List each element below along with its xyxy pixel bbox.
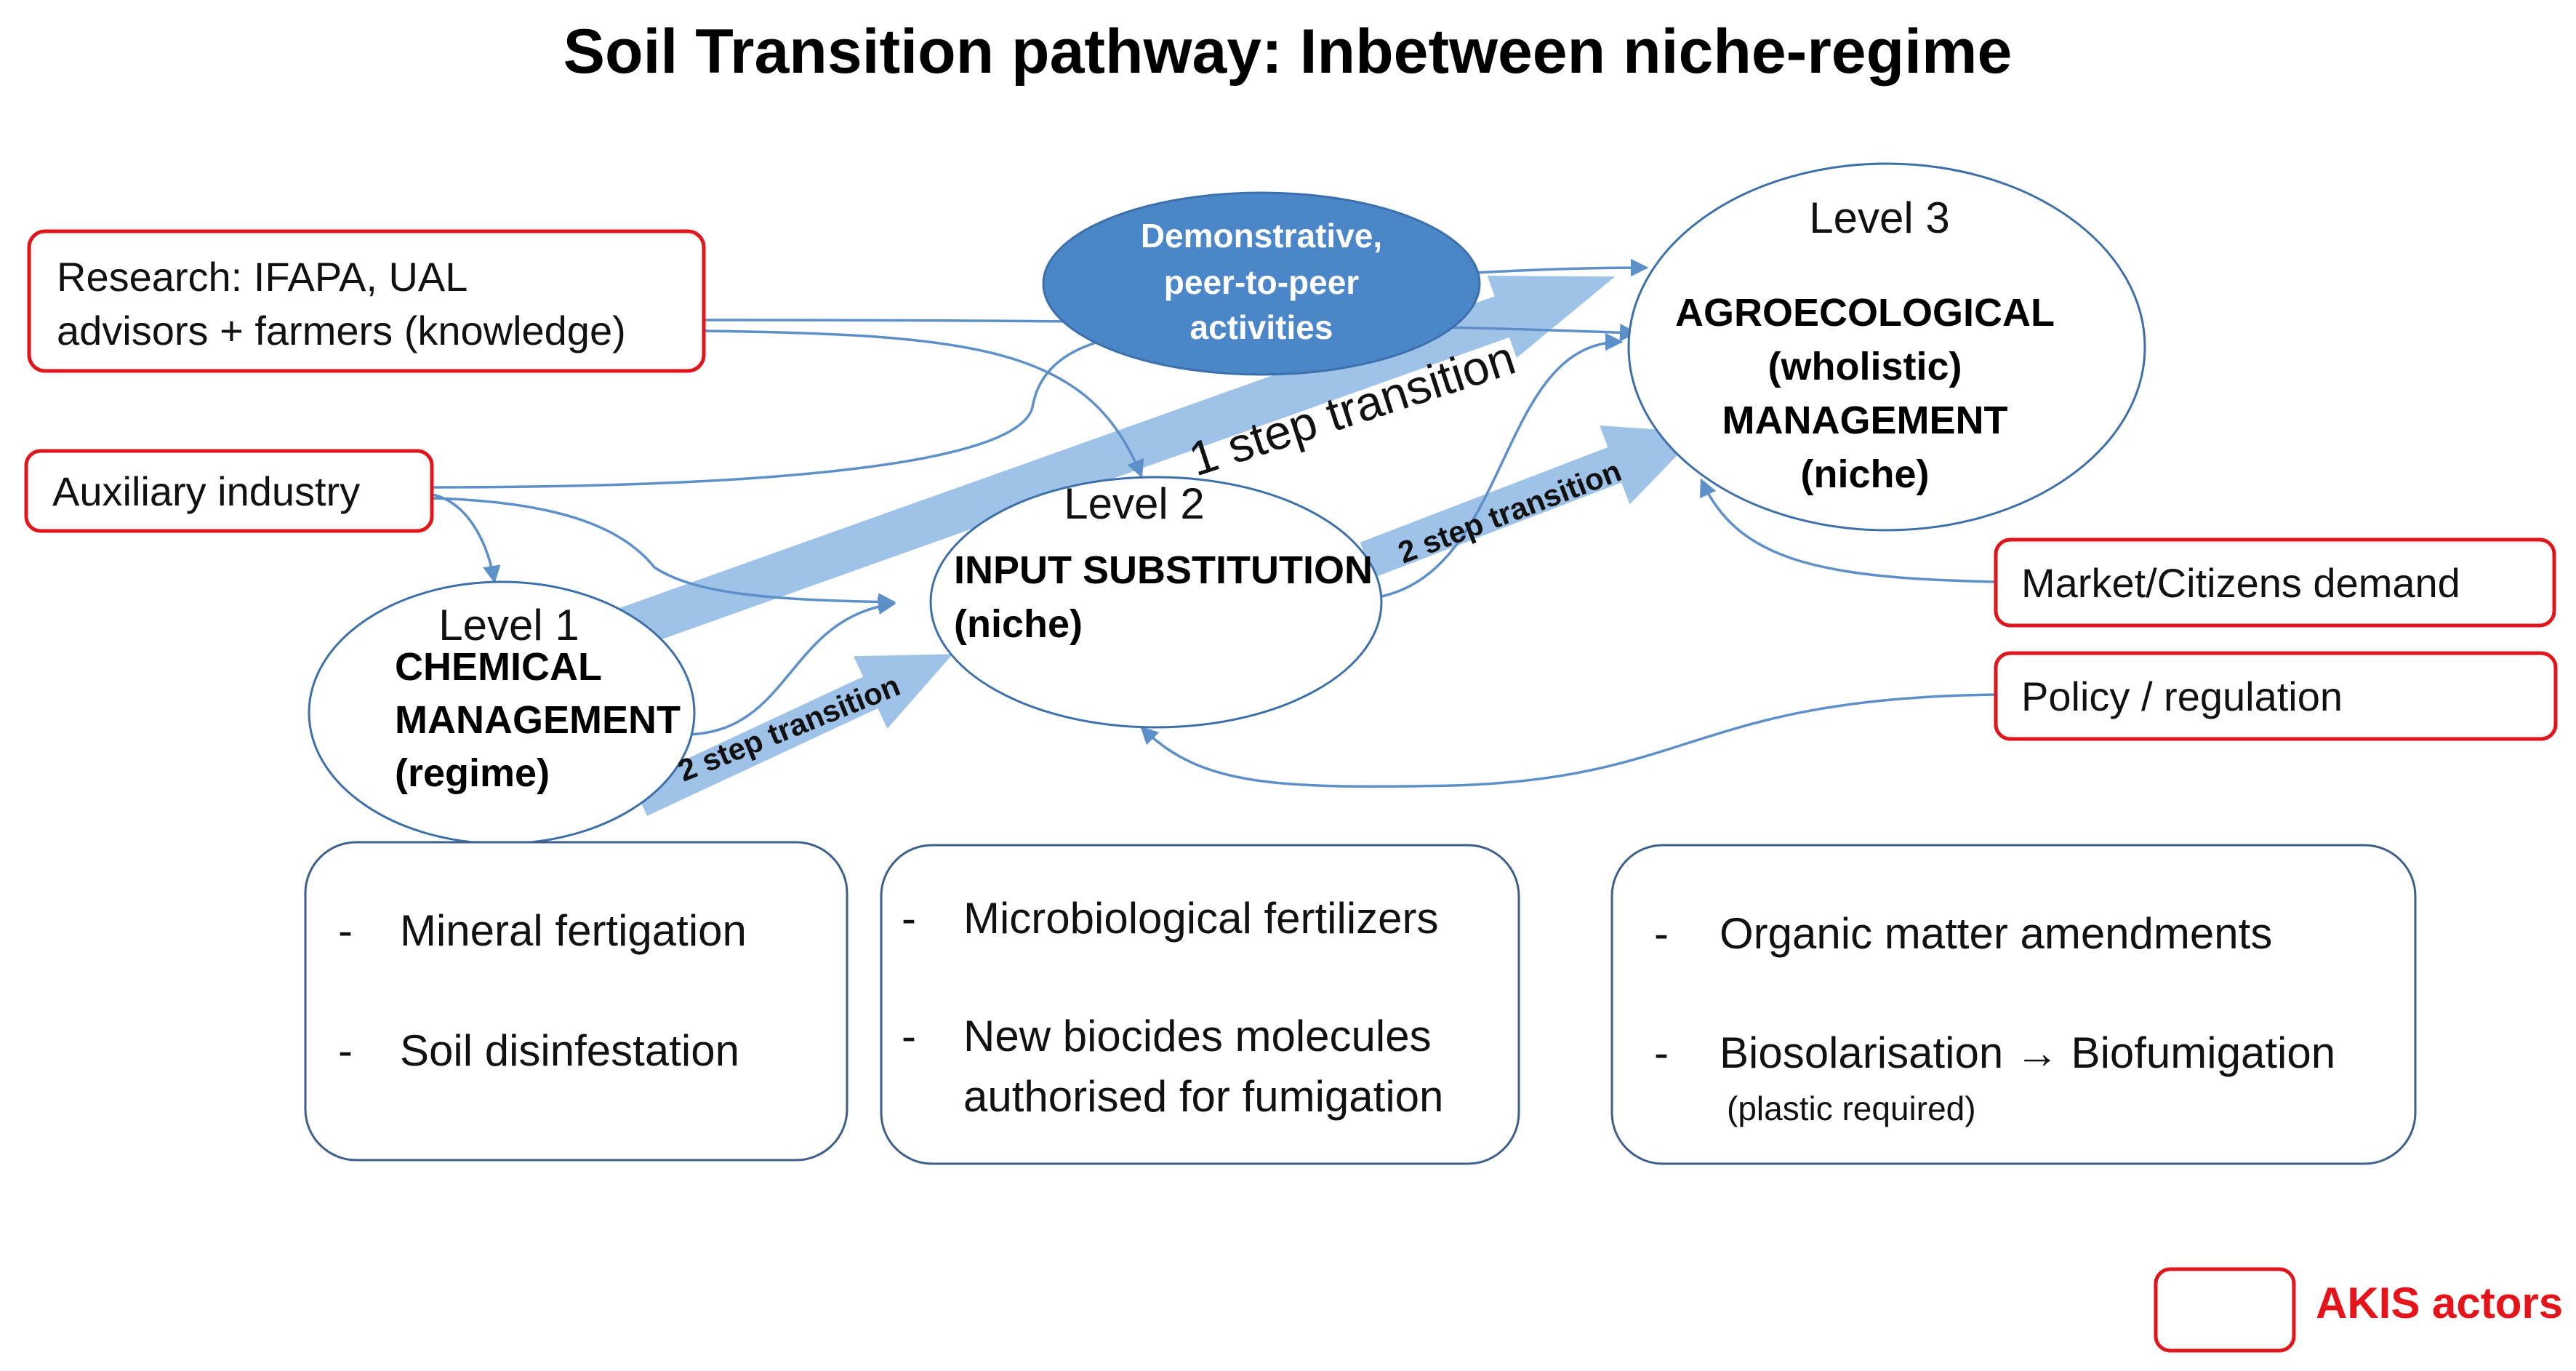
policy-regulation-label: Policy / regulation [2021, 673, 2343, 719]
level1-line3: (regime) [395, 751, 550, 795]
level1-line1: CHEMICAL [395, 645, 602, 689]
level2-line2: (niche) [954, 602, 1083, 646]
box1-item1: Mineral fertigation [400, 906, 747, 955]
actor-box-policy-regulation: Policy / regulation [1994, 651, 2558, 741]
level3-line2: (wholistic) [1768, 345, 1962, 388]
box2-item1: Microbiological fertilizers [963, 894, 1439, 943]
actor-box-research: Research: IFAPA, UAL advisors + farmers … [27, 229, 706, 373]
market-demand-label: Market/Citizens demand [2021, 560, 2460, 606]
level2-line1: INPUT SUBSTITUTION [954, 548, 1373, 592]
level3-line3: MANAGEMENT [1722, 399, 2008, 442]
research-label-line1: Research: IFAPA, UAL [57, 254, 468, 300]
box1-dash1: - [338, 906, 353, 955]
box1-dash2: - [338, 1026, 353, 1075]
two-step-transition-label-upper: 2 step transition [1393, 453, 1626, 569]
info-box-level1-practices: - Mineral fertigation - Soil disinfestat… [304, 841, 848, 1162]
box3-note: (plastic required) [1727, 1090, 1976, 1127]
legend: AKIS actors [2154, 1267, 2563, 1353]
box3-dash2: - [1654, 1028, 1669, 1077]
box2-item2-line2: authorised for fumigation [963, 1072, 1443, 1121]
level3-line4: (niche) [1800, 452, 1929, 496]
two-step-transition-arrow-upper [1360, 425, 1700, 578]
level3-line1: AGROECOLOGICAL [1675, 291, 2055, 335]
auxiliary-industry-label: Auxiliary industry [52, 468, 360, 514]
legend-swatch [2154, 1267, 2296, 1353]
info-box-level3-practices: - Organic matter amendments - Biosolaris… [1610, 844, 2417, 1165]
box2-dash2: - [902, 1012, 916, 1060]
legend-label: AKIS actors [2316, 1279, 2563, 1327]
level1-chemical-management-node: Level 1 CHEMICAL MANAGEMENT (regime) [308, 580, 696, 845]
info-box-level2-practices: - Microbiological fertilizers - New bioc… [880, 844, 1520, 1165]
two-step-transition-arrow-lower [632, 654, 953, 816]
demonstrative-activities-node: Demonstrative, peer-to-peer activities [1042, 191, 1481, 376]
diagram-title: Soil Transition pathway: Inbetween niche… [563, 17, 2013, 87]
level3-label: Level 3 [1809, 193, 1949, 242]
demonstrative-line3: activities [1190, 308, 1333, 346]
box1-item2: Soil disinfestation [400, 1026, 739, 1075]
box3-dash1: - [1654, 909, 1669, 958]
box2-item2-line1: New biocides molecules [963, 1012, 1432, 1060]
box3-item2: Biosolarisation → Biofumigation [1720, 1028, 2335, 1077]
level3-agroecological-management-node: Level 3 AGROECOLOGICAL (wholistic) MANAG… [1627, 162, 2146, 532]
level1-line2: MANAGEMENT [395, 698, 681, 742]
actor-box-auxiliary-industry: Auxiliary industry [24, 449, 434, 533]
two-step-transition-label-lower: 2 step transition [673, 668, 904, 788]
level2-input-substitution-node: Level 2 INPUT SUBSTITUTION (niche) [929, 476, 1383, 729]
actor-box-market-demand: Market/Citizens demand [1994, 537, 2556, 628]
connector-arrows [432, 258, 1997, 788]
level2-label: Level 2 [1064, 479, 1204, 528]
level1-label: Level 1 [438, 601, 579, 649]
box2-dash1: - [902, 894, 916, 943]
demonstrative-line2: peer-to-peer [1164, 263, 1359, 301]
demonstrative-line1: Demonstrative, [1141, 217, 1382, 255]
box3-item1: Organic matter amendments [1720, 909, 2272, 958]
research-label-line2: advisors + farmers (knowledge) [57, 308, 626, 353]
one-step-transition-arrow [617, 276, 1616, 650]
